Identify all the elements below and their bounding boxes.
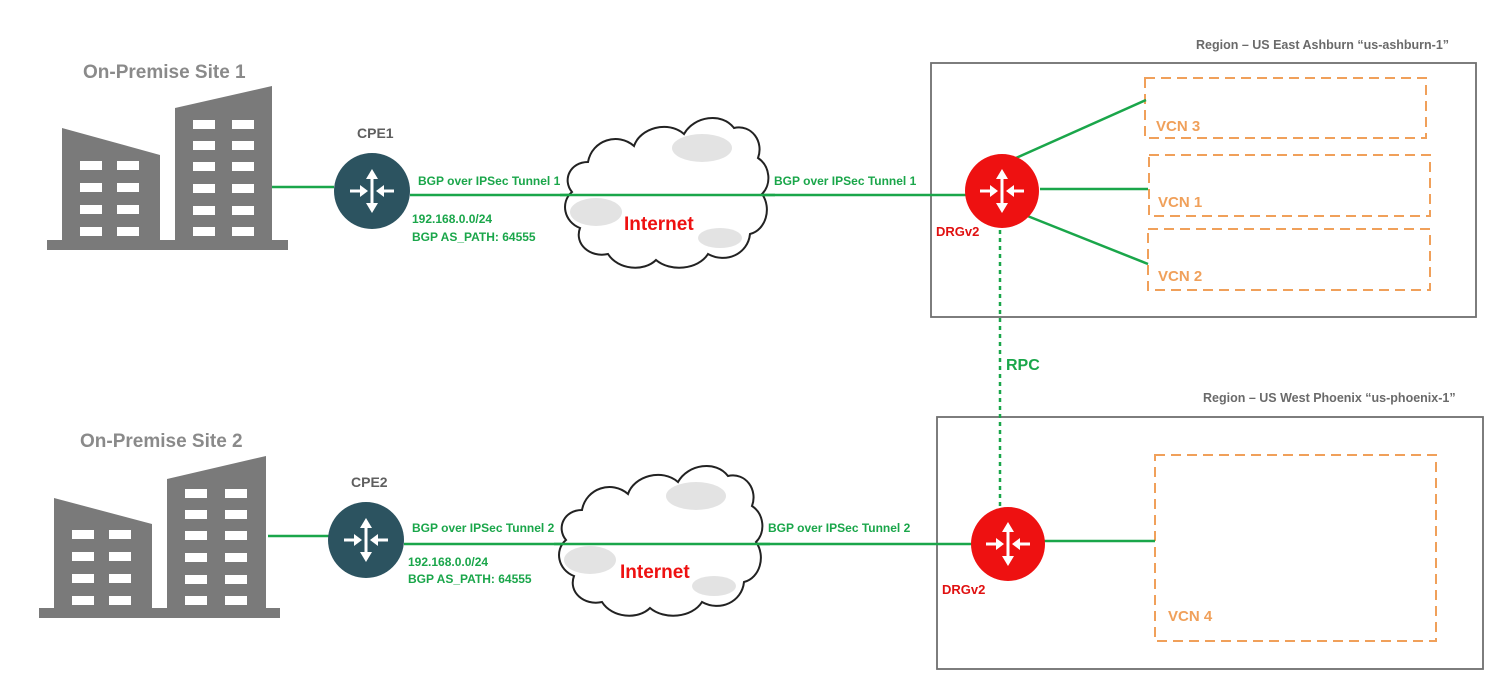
drg-label-ashburn: DRGv2 (936, 224, 979, 239)
site-title-2: On-Premise Site 2 (80, 431, 243, 452)
vcn-label-1: VCN 1 (1158, 194, 1202, 211)
subnet-label-site1: 192.168.0.0/24 (412, 212, 492, 226)
vcn-label-4: VCN 4 (1168, 608, 1213, 625)
link-drg1-vcn3 (1015, 98, 1147, 160)
vcn-label-2: VCN 2 (1158, 268, 1202, 285)
building-icon-site2 (39, 456, 280, 618)
as-path-label-site1: BGP AS_PATH: 64555 (412, 230, 536, 244)
tunnel-label-site2-left: BGP over IPSec Tunnel 2 (412, 521, 555, 535)
tunnel-label-site2-right: BGP over IPSec Tunnel 2 (768, 521, 911, 535)
as-path-label-site2: BGP AS_PATH: 64555 (408, 572, 532, 586)
cloud-icon-internet-1 (564, 116, 770, 269)
vcn-box-4 (1154, 454, 1437, 642)
router-icon-cpe2 (328, 502, 404, 578)
tunnel-label-site1-left: BGP over IPSec Tunnel 1 (418, 174, 561, 188)
internet-label-2: Internet (620, 562, 690, 583)
link-drg1-vcn2 (1024, 213, 1149, 266)
router-icon-drg-phoenix (971, 507, 1045, 581)
drg-label-phoenix: DRGv2 (942, 582, 985, 597)
region-label-ashburn: Region – US East Ashburn “us-ashburn-1” (1196, 38, 1449, 52)
building-icon-site1 (47, 86, 288, 250)
router-icon-cpe1 (334, 153, 410, 229)
router-icon-drg-ashburn (965, 154, 1039, 228)
vcn-box-2 (1147, 228, 1431, 291)
internet-label-1: Internet (624, 214, 694, 235)
subnet-label-site2: 192.168.0.0/24 (408, 555, 488, 569)
region-label-phoenix: Region – US West Phoenix “us-phoenix-1” (1203, 391, 1456, 405)
cpe-label-2: CPE2 (351, 474, 388, 490)
cpe-label-1: CPE1 (357, 125, 394, 141)
rpc-label: RPC (1006, 357, 1040, 374)
vcn-box-3 (1144, 77, 1427, 139)
vcn-box-1 (1148, 154, 1431, 217)
site-title-1: On-Premise Site 1 (83, 62, 246, 83)
tunnel-label-site1-right: BGP over IPSec Tunnel 1 (774, 174, 917, 188)
cloud-icon-internet-2 (558, 464, 764, 617)
vcn-label-3: VCN 3 (1156, 118, 1200, 135)
